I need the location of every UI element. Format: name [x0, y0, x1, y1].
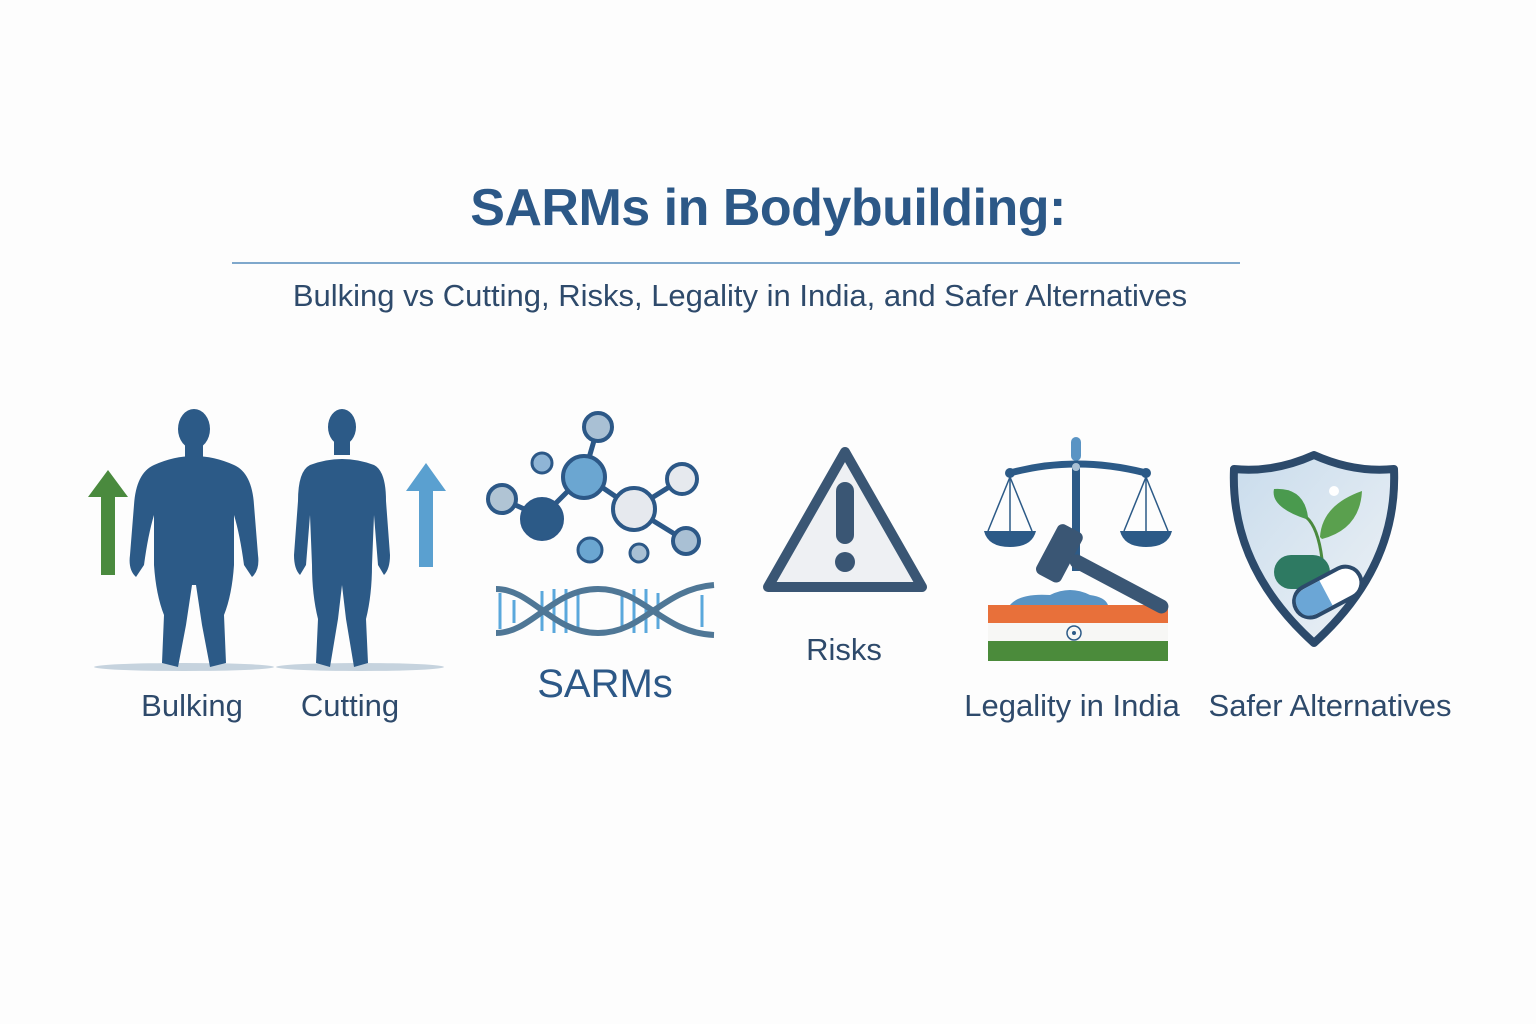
molecule-icon	[486, 411, 701, 564]
warning-triangle-icon	[760, 442, 930, 600]
india-flag-icon	[988, 605, 1168, 661]
page-subtitle: Bulking vs Cutting, Risks, Legality in I…	[292, 278, 1188, 313]
safer-alternatives-graphic	[1226, 447, 1402, 651]
bulking-label: Bulking	[141, 688, 243, 723]
gavel-block-icon	[1010, 590, 1108, 605]
leaf-icon	[1273, 488, 1362, 560]
gavel-icon	[1036, 524, 1169, 614]
bulking-cutting-graphic	[84, 405, 454, 675]
risks-label: Risks	[806, 632, 882, 667]
page-title: SARMs in Bodybuilding:	[470, 179, 1066, 237]
sarms-label: SARMs	[537, 662, 673, 706]
pill-icon	[1274, 555, 1364, 620]
sarms-graphic	[482, 405, 732, 645]
up-arrow-green-icon	[88, 470, 128, 575]
dna-helix-icon	[495, 582, 715, 638]
up-arrow-blue-icon	[406, 463, 446, 567]
title-divider	[232, 262, 1240, 264]
lean-figure-icon	[294, 409, 390, 667]
safer-alternatives-label: Safer Alternatives	[1208, 688, 1452, 723]
legality-graphic	[980, 435, 1180, 675]
muscular-figure-icon	[129, 409, 259, 667]
ground-shadow-icon	[94, 663, 274, 671]
cutting-label: Cutting	[300, 688, 400, 723]
legality-label: Legality in India	[964, 688, 1180, 723]
scales-of-justice-icon	[984, 437, 1172, 571]
